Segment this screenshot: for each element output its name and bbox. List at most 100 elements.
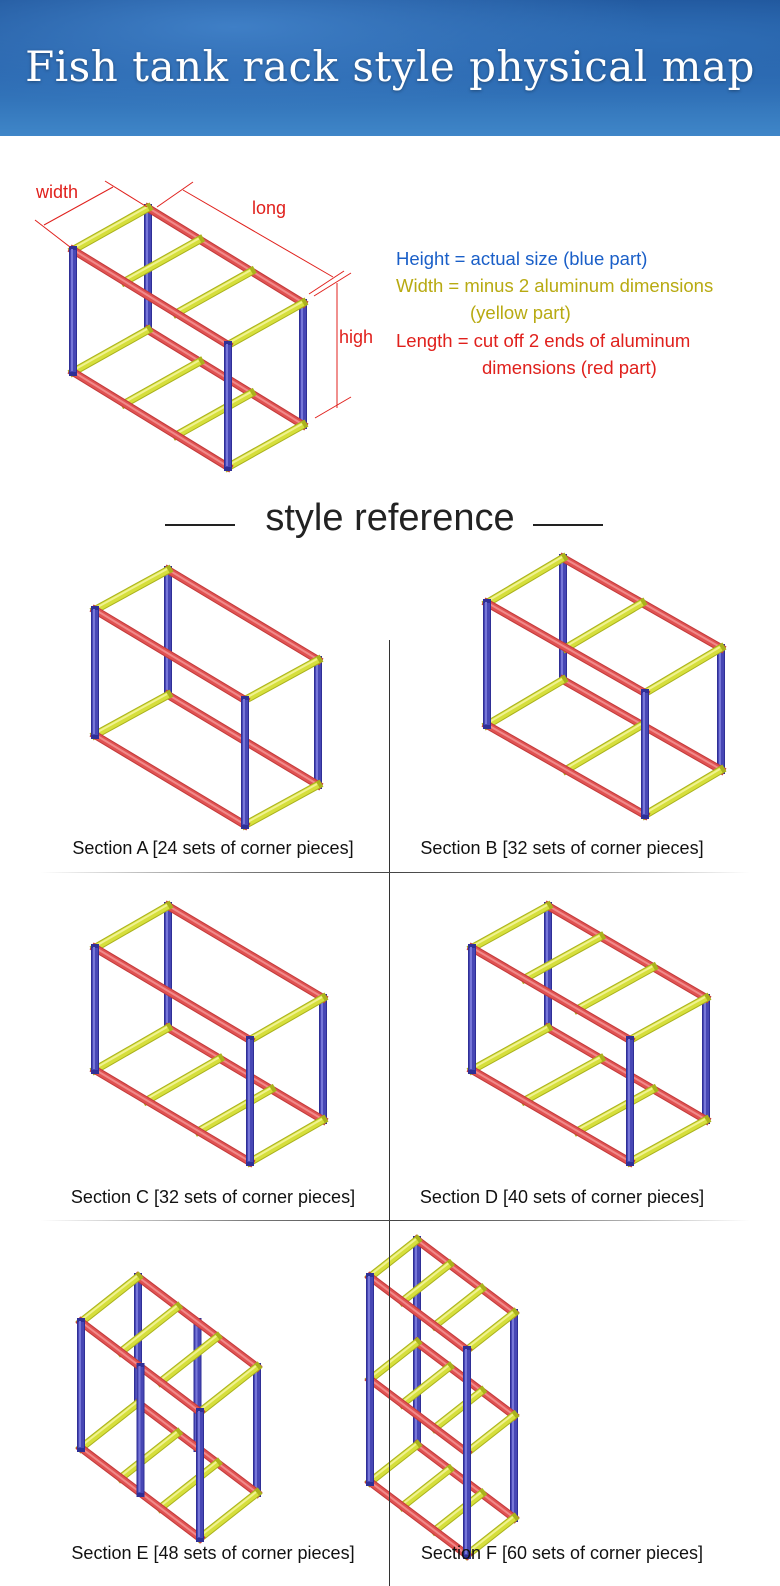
crossbar-middle [433, 1389, 482, 1428]
crossbar-end [248, 996, 323, 1040]
crossbar-end [643, 768, 721, 815]
crossbar-end [643, 645, 723, 696]
crossbar-end [93, 904, 168, 948]
crossbar-middle [123, 359, 200, 404]
rail-front [71, 370, 228, 467]
crossbar-middle [433, 1491, 482, 1531]
long-extension-line [156, 181, 194, 208]
crossbar-middle [118, 1430, 180, 1481]
section-d-caption: Section D [40 sets of corner pieces] [419, 1187, 705, 1207]
crossbar-end [93, 903, 170, 951]
crossbar-middle [400, 1364, 452, 1407]
height-note: Height = actual size (blue part) [396, 248, 648, 269]
crossbar-end [628, 1118, 706, 1162]
crossbar-end [79, 1401, 138, 1448]
crossbar-middle [400, 1466, 452, 1509]
crossbar-middle [123, 359, 202, 407]
high-extension-line [314, 396, 352, 419]
rail-front [368, 1377, 467, 1453]
section-c-frame-diagram [89, 900, 329, 1168]
section-f-caption: Section F [60 sets of corner pieces] [420, 1543, 704, 1563]
crossbar-middle [575, 1086, 655, 1134]
crossbar-middle [523, 1056, 601, 1101]
crossbar-end [243, 783, 318, 825]
crossbar-end [368, 1238, 417, 1277]
rail-front [470, 946, 630, 1040]
crossbar-end [248, 1117, 325, 1165]
crossbar-end [465, 1311, 514, 1350]
crossbar-end [485, 555, 565, 606]
crossbar-end [470, 1026, 548, 1070]
crossbar-end [198, 1364, 259, 1415]
section-b-caption: Section B [32 sets of corner pieces] [420, 838, 704, 858]
crossbar-end [465, 1413, 516, 1455]
crossbar-end [368, 1340, 419, 1382]
crossbar-middle [575, 964, 655, 1012]
crossbar-end [93, 567, 170, 613]
rail-front [485, 601, 645, 693]
crossbar-end [198, 1365, 257, 1412]
crossbar-end [243, 658, 318, 700]
crossbar-end [198, 1490, 259, 1541]
divider-line-right [533, 524, 603, 526]
rail-front [93, 1068, 250, 1162]
crossbar-middle [196, 1086, 273, 1134]
crossbar-middle [523, 934, 601, 979]
crossbar-end [628, 1117, 708, 1165]
crossbar-middle [174, 269, 251, 314]
section-b-frame-diagram [481, 552, 727, 821]
crossbar-end [93, 693, 168, 735]
crossbar-middle [400, 1365, 449, 1404]
width-label: width [36, 182, 79, 202]
crossbar-end [71, 328, 148, 372]
crossbar-end [628, 995, 708, 1043]
high-label: high [339, 327, 374, 347]
rail-front [93, 733, 245, 825]
crossbar-end [71, 205, 150, 253]
crossbar-middle [196, 1087, 271, 1132]
rail-front [93, 946, 250, 1040]
crossbar-middle [158, 1334, 220, 1385]
page-title: Fish tank rack style physical map [25, 42, 755, 91]
crossbar-middle [432, 1388, 484, 1431]
width-note-continued: (yellow part) [470, 302, 571, 323]
crossbar-end [93, 692, 170, 738]
crossbar-end [485, 677, 565, 728]
rail-back [136, 1275, 257, 1367]
section-e-frame-diagram [75, 1271, 263, 1544]
rail-front [485, 723, 645, 815]
crossbar-middle [145, 1056, 220, 1101]
rail-back [415, 1238, 514, 1313]
grid-vertical-divider [389, 640, 390, 1586]
crossbar-end [368, 1340, 417, 1380]
crossbar-end [243, 657, 320, 703]
rail-front [368, 1275, 467, 1350]
width-extension-line [34, 219, 71, 248]
crossbar-middle [119, 1305, 178, 1352]
crossbar-middle [564, 600, 644, 651]
crossbar-end [465, 1515, 516, 1558]
long-label: long [252, 198, 287, 218]
crossbar-middle [432, 1286, 484, 1329]
crossbar-end [465, 1413, 514, 1453]
crossbar-end [93, 1026, 168, 1070]
crossbar-end [198, 1491, 257, 1538]
crossbar-middle [523, 934, 603, 982]
length-note: Length = cut off 2 ends of aluminum [396, 330, 691, 351]
length-note-continued: dimensions (red part) [482, 357, 657, 378]
crossbar-middle [523, 1056, 603, 1104]
crossbar-end [226, 300, 305, 348]
crossbar-end [628, 996, 706, 1040]
grid-horizontal-divider [40, 872, 750, 873]
rail-front [71, 248, 228, 345]
rail-back [546, 904, 706, 998]
crossbar-end [79, 1400, 140, 1451]
crossbar-middle [145, 1056, 222, 1104]
divider-line-left [165, 524, 235, 526]
crossbar-middle [118, 1304, 180, 1355]
crossbar-middle [575, 1087, 653, 1132]
crossbar-middle [174, 390, 253, 438]
crossbar-end [79, 1275, 138, 1322]
crossbar-middle [432, 1491, 484, 1534]
